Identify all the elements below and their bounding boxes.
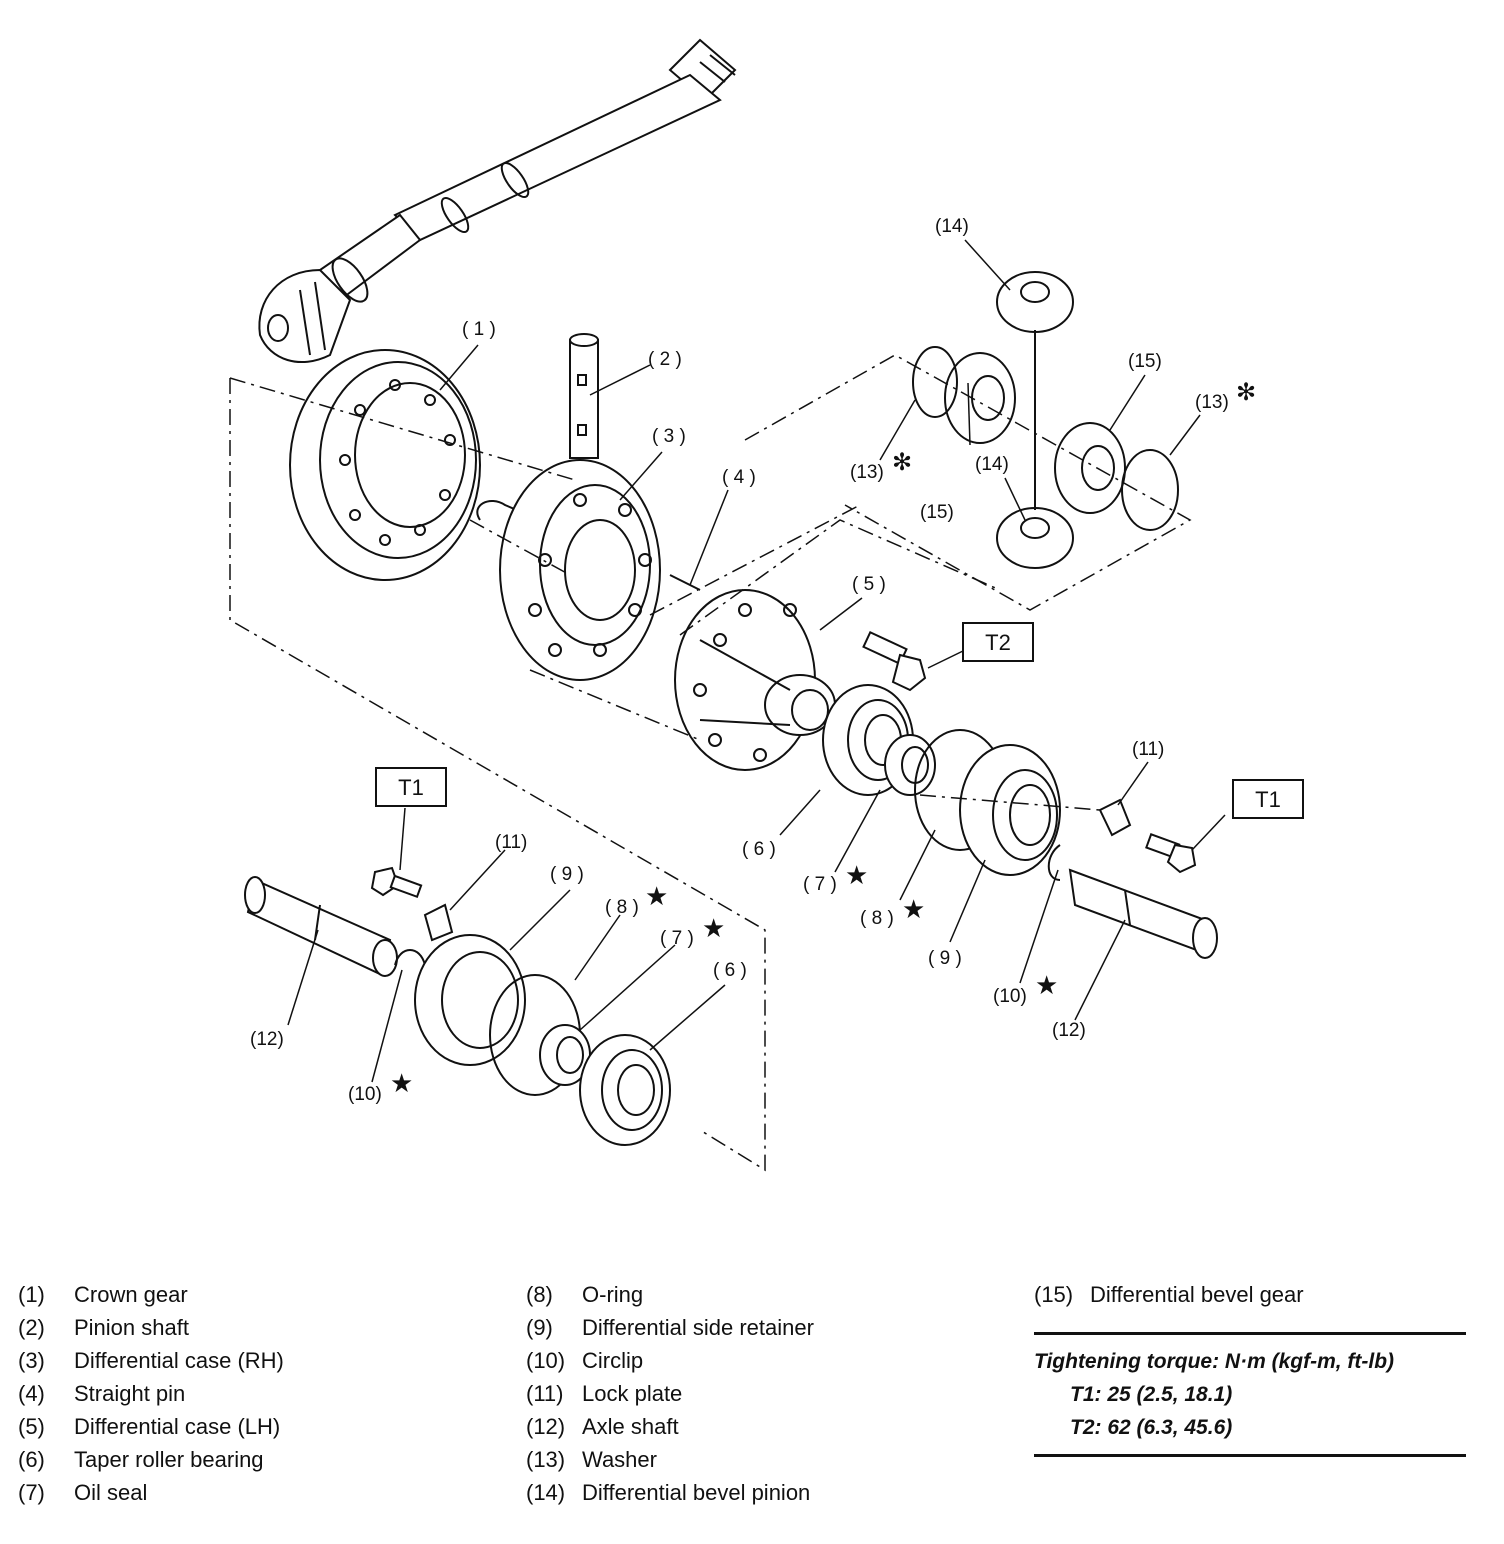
pinion-shaft (569, 333, 599, 459)
crown-gear (289, 349, 481, 581)
oil-seal-left (539, 1024, 591, 1086)
callout-5: ( 5 ) (852, 574, 886, 595)
legend-item: (8)O-ring (526, 1282, 644, 1307)
divider (1034, 1332, 1466, 1335)
callout-6-right: ( 6 ) (742, 839, 776, 860)
legend-item: (5)Differential case (LH) (18, 1414, 281, 1439)
callout-12-right: (12) (1052, 1020, 1086, 1041)
callout-7-left: ( 7 ) (660, 928, 694, 949)
svg-text:T1: T1 (398, 775, 424, 800)
legend-item: (1)Crown gear (18, 1282, 188, 1307)
star-10-right: ★ (1035, 971, 1058, 1001)
washer-right (1121, 449, 1179, 531)
callout-3: ( 3 ) (652, 426, 686, 447)
washer-left (912, 346, 958, 418)
callout-11-right: (11) (1132, 739, 1164, 760)
straight-pin (669, 574, 701, 591)
oil-seal-right (884, 734, 936, 796)
alignment-lines (229, 354, 1192, 1172)
axle-shaft-left (244, 876, 398, 977)
callout-4: ( 4 ) (722, 467, 756, 488)
callout-7-right: ( 7 ) (803, 874, 837, 895)
lock-plate-left (423, 903, 454, 942)
legend-item: (13)Washer (526, 1447, 657, 1472)
divider (1034, 1454, 1466, 1457)
callout-9-right: ( 9 ) (928, 948, 962, 969)
legend-item: (11)Lock plate (526, 1381, 683, 1406)
lock-plate-right (1098, 798, 1132, 837)
callout-12-left: (12) (250, 1029, 284, 1050)
leader-lines (287, 239, 1226, 1083)
differential-side-retainer-left (414, 934, 526, 1066)
circlip-right (1047, 844, 1061, 881)
star-7-right: ★ (845, 861, 868, 891)
torque-box-t1-right: T1 (1232, 779, 1304, 819)
bolt-t1-right (1145, 833, 1197, 874)
legend-item: (4)Straight pin (18, 1381, 186, 1406)
legend-item: (7)Oil seal (18, 1480, 148, 1505)
drive-pinion-shaft (258, 38, 737, 364)
legend-item: (3)Differential case (RH) (18, 1348, 284, 1373)
callout-14-bottom: (14) (975, 454, 1009, 475)
svg-text:T1: T1 (1255, 787, 1281, 812)
star-8-left: ★ (645, 882, 668, 912)
axle-shaft-right (1068, 868, 1218, 959)
bolt-t2 (862, 630, 927, 692)
legend-item: (12)Axle shaft (526, 1414, 679, 1439)
callout-15-top: (15) (1128, 351, 1162, 372)
legend-item: (14)Differential bevel pinion (526, 1480, 811, 1505)
bevel-pinion-top (996, 271, 1074, 333)
exploded-diagram: T1 T1 T2 ( 1 ) ( 2 ) ( 3 ) ( 4 ) ( 5 ) (… (229, 38, 1304, 1172)
torque-box-t2: T2 (962, 622, 1034, 662)
callout-11-left: (11) (495, 832, 527, 853)
callout-14-top: (14) (935, 216, 969, 237)
legend-item: (15)Differential bevel gear (1034, 1282, 1304, 1307)
svg-text:T2: T2 (985, 630, 1011, 655)
callout-13-right: (13) (1195, 392, 1229, 413)
differential-case-rh (476, 459, 661, 681)
star-10-left: ★ (390, 1069, 413, 1099)
callout-15-bottom: (15) (920, 502, 954, 523)
differential-side-retainer-right (959, 744, 1061, 876)
bevel-pinion-bottom (996, 507, 1074, 569)
callout-1: ( 1 ) (462, 319, 496, 340)
callout-9-left: ( 9 ) (550, 864, 584, 885)
legend-item: (10)Circlip (526, 1348, 644, 1373)
callout-8-left: ( 8 ) (605, 897, 639, 918)
asterisk-13-left: ✻ (892, 448, 912, 476)
legend-column-2: (8)O-ring (9)Differential side retainer … (526, 1278, 1006, 1509)
star-7-left: ★ (702, 914, 725, 944)
callout-10-left: (10) (348, 1084, 382, 1105)
torque-t1: T1: 25 (2.5, 18.1) (1070, 1383, 1233, 1406)
asterisk-13-right: ✻ (1236, 378, 1256, 406)
legend-item: (9)Differential side retainer (526, 1315, 814, 1340)
callout-13-left: (13) (850, 462, 884, 483)
legend-item: (2)Pinion shaft (18, 1315, 189, 1340)
legend-item: (6)Taper roller bearing (18, 1447, 264, 1472)
callout-10-right: (10) (993, 986, 1027, 1007)
tightening-torque-panel: Tightening torque: N·m (kgf-m, ft-lb) T1… (1034, 1332, 1466, 1457)
callout-2: ( 2 ) (648, 349, 682, 370)
bolt-t1-left (370, 866, 423, 899)
bevel-gear-left (944, 352, 1016, 444)
circlip-left (394, 949, 426, 966)
legend-column-3: (15)Differential bevel gear (1034, 1278, 1474, 1311)
parts-legend: (1)Crown gear (2)Pinion shaft (3)Differe… (0, 1270, 1504, 1530)
torque-box-t1-left: T1 (375, 767, 447, 807)
legend-column-1: (1)Crown gear (2)Pinion shaft (3)Differe… (18, 1278, 498, 1509)
torque-title: Tightening torque: N·m (kgf-m, ft-lb) (1034, 1350, 1395, 1373)
taper-roller-bearing-left (579, 1034, 671, 1146)
star-8-right: ★ (902, 895, 925, 925)
bevel-gear-right (1054, 422, 1126, 514)
callout-8-right: ( 8 ) (860, 908, 894, 929)
torque-t2: T2: 62 (6.3, 45.6) (1070, 1416, 1233, 1439)
callout-6-left: ( 6 ) (713, 960, 747, 981)
differential-case-lh (674, 589, 836, 771)
